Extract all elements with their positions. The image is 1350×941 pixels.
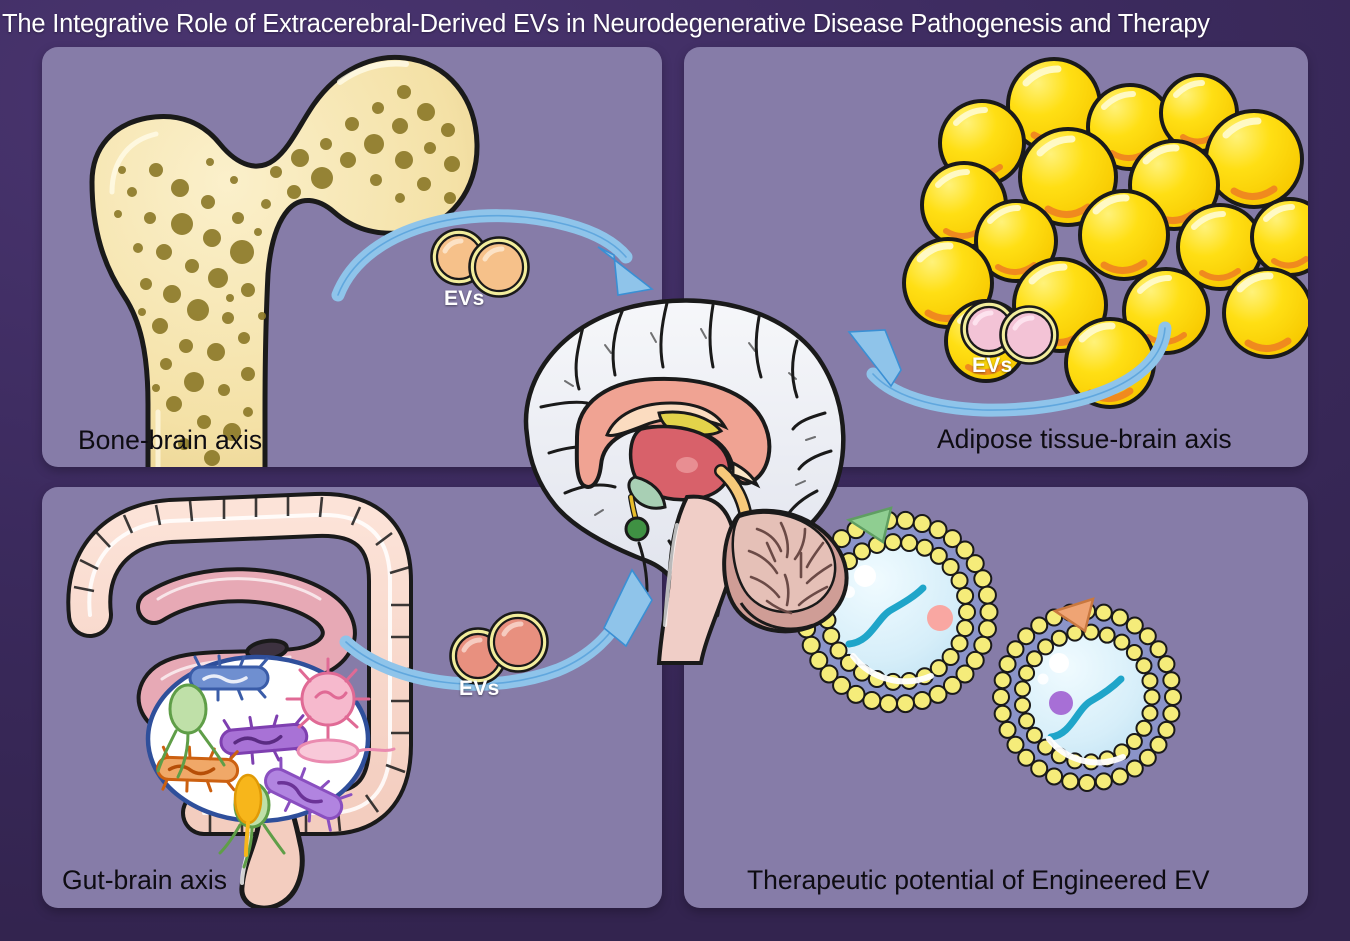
pink-spiky-coccus [285,657,371,742]
targeting-ligand-orange [1052,597,1095,634]
brain-sagittal-illustration [523,298,849,665]
panel-label-gut-brain-axis: Gut-brain axis [62,865,227,895]
microbiota-inset [145,654,396,869]
arrow-bone-to-brain [331,209,654,302]
arrow-gut-to-brain [339,568,653,691]
green-flagellate-upper [156,683,226,779]
yellow-spore [233,773,263,857]
ev-cluster-bone [430,228,530,298]
panel-bone-brain-axis [42,47,662,467]
pink-oval-flagellate [296,738,396,764]
evs-label-bone: EVs [444,287,485,310]
ev-cluster-adipose [960,300,1059,365]
engineered-ev-illustration [795,506,1182,792]
adipose-illustration [902,57,1308,409]
panel-label-bone-brain-axis: Bone-brain axis [78,425,263,455]
ev-cluster-gut [449,611,549,685]
panel-gut-brain-axis [42,487,662,908]
intestine-illustration [66,491,413,908]
panel-label-engineered-ev: Therapeutic potential of Engineered EV [747,865,1210,895]
figure-title: The Integrative Role of Extracerebral-De… [2,10,1210,38]
targeting-ligand-green [846,506,893,545]
evs-label-gut: EVs [459,677,500,700]
panel-label-adipose-tissue-brain-axis: Adipose tissue-brain axis [937,424,1232,454]
arrow-adipose-to-brain [847,321,1172,417]
evs-label-adipose: EVs [972,354,1013,377]
purple-rod-bacterium-upper [219,714,309,766]
purple-rod-bacterium-lower [260,756,353,832]
